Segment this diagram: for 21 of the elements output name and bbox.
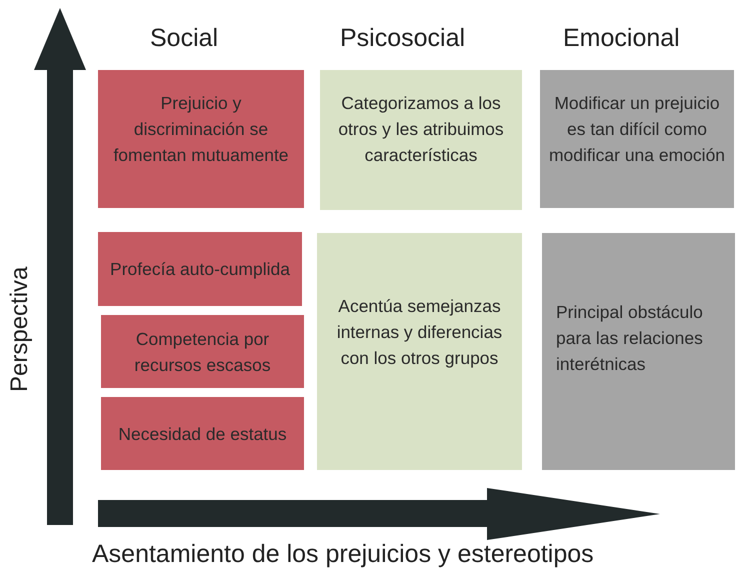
- box-text: Categorizamos a los otros y les atribuimos características: [337, 92, 505, 167]
- column-heading: Emocional: [563, 24, 680, 53]
- text-box: [317, 233, 522, 470]
- box-text: Competencia por recursos escasos: [133, 328, 272, 376]
- box-text: Necesidad de estatus: [118, 422, 287, 446]
- text-box: [542, 233, 735, 470]
- column-heading: Social: [150, 24, 218, 53]
- box-text: Prejuicio y discriminación se fomentan mutuamente: [112, 92, 290, 167]
- text-box: [540, 70, 734, 208]
- column-heading: Psicosocial: [340, 24, 466, 53]
- box-text: Principal obstáculo para las relaciones interétnicas: [555, 301, 704, 376]
- text-box: [320, 70, 522, 210]
- text-box: [101, 397, 304, 470]
- box-text: Acentúa semejanzas internas y diferencias con los otros grupos: [336, 295, 504, 370]
- text-box: [98, 232, 302, 306]
- text-box: [101, 315, 304, 388]
- box-text: Modificar un prejuicio es tan difícil como modificar una emoción: [548, 92, 726, 167]
- text-box: [98, 70, 304, 208]
- box-text: Profecía auto-cumplida: [110, 258, 290, 281]
- axis-label: Perspectiva: [6, 266, 34, 392]
- axis-label: Asentamiento de los prejuicios y estereotipos: [92, 540, 594, 569]
